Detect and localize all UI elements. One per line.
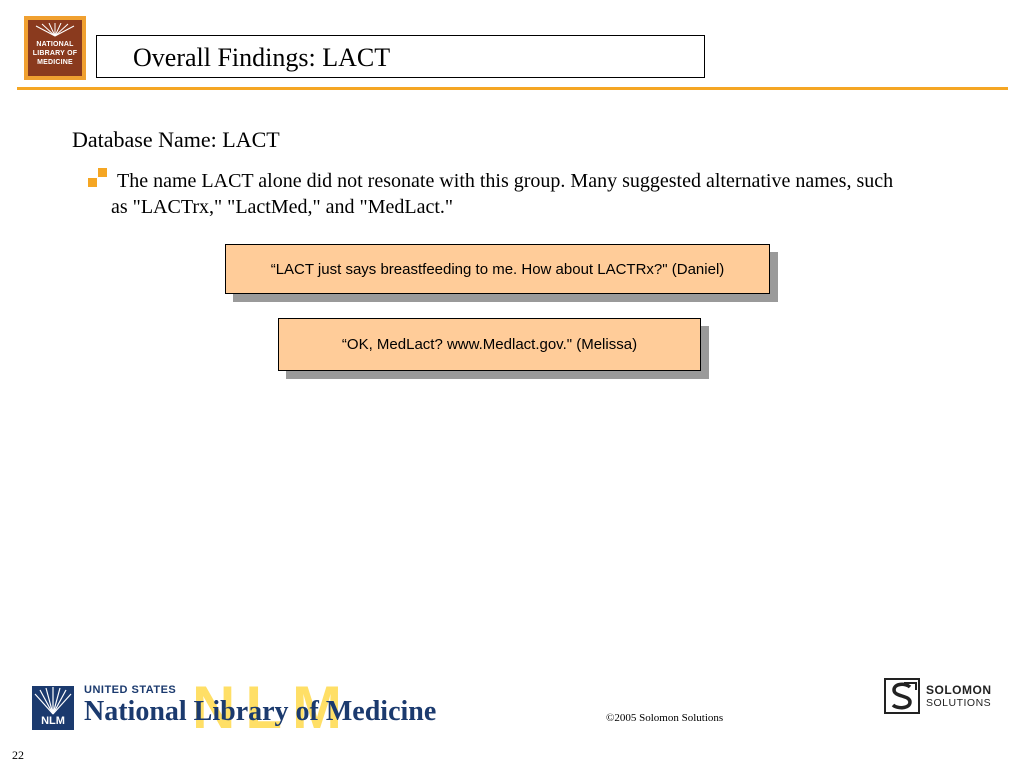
nlm-emblem-text: NLM	[41, 715, 65, 727]
logo-line: MEDICINE	[37, 59, 73, 66]
slide-title: Overall Findings: LACT	[133, 43, 391, 72]
slide-subtitle: Database Name: LACT	[72, 127, 280, 152]
nlm-header-logo-text: NATIONAL LIBRARY OF MEDICINE	[28, 40, 82, 67]
logo-line: NATIONAL	[36, 41, 74, 48]
solomon-tagline: SOLUTIONS	[926, 697, 992, 709]
quote-text: “LACT just says breastfeeding to me. How…	[225, 244, 770, 294]
quote-card-melissa: “OK, MedLact? www.Medlact.gov." (Melissa…	[278, 318, 709, 379]
open-book-icon	[35, 23, 75, 37]
solomon-solutions-logo: SOLOMON SOLUTIONS	[884, 678, 1004, 718]
title-box: Overall Findings: LACT	[96, 35, 705, 78]
nlm-watermark: NLM	[192, 674, 352, 741]
nlm-header-logo: NATIONAL LIBRARY OF MEDICINE	[24, 16, 86, 80]
solomon-s-icon	[884, 678, 920, 714]
nlm-name: National Library of Medicine	[84, 696, 437, 727]
quote-text: “OK, MedLact? www.Medlact.gov." (Melissa…	[278, 318, 701, 371]
nlm-header-logo-inner: NATIONAL LIBRARY OF MEDICINE	[28, 20, 82, 76]
bullet-icon	[86, 168, 110, 190]
nlm-footer-logo: NLM NLM UNITED STATES National Library o…	[32, 678, 502, 738]
nlm-emblem-icon: NLM	[32, 686, 74, 730]
quote-card-daniel: “LACT just says breastfeeding to me. How…	[225, 244, 778, 302]
copyright: ©2005 Solomon Solutions	[606, 712, 724, 724]
logo-line: LIBRARY OF	[32, 50, 78, 57]
solomon-name: SOLOMON	[926, 683, 992, 697]
bullet-text: The name LACT alone did not resonate wit…	[111, 170, 894, 218]
header-divider	[17, 87, 1008, 90]
nlm-country: UNITED STATES	[84, 684, 177, 696]
open-book-icon	[34, 687, 72, 715]
page-number: 22	[12, 748, 24, 762]
